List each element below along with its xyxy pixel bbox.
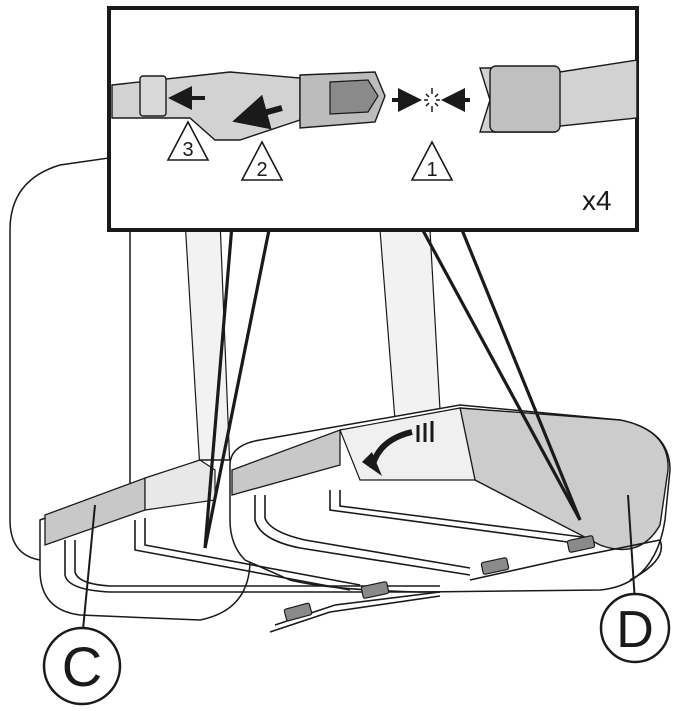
buckle-icon: [283, 602, 313, 622]
step-2-marker: [240, 140, 284, 181]
buckle-male: [489, 65, 561, 133]
cushion-flap-center: [231, 429, 341, 496]
buckle-group: [283, 535, 596, 622]
strap-loop: [139, 75, 167, 117]
step-3-label: 3: [182, 139, 193, 161]
click-icon: [424, 88, 440, 112]
callout-c: C: [42, 626, 122, 706]
step-1-label: 1: [426, 159, 437, 181]
arrow-pull-icon: [232, 94, 283, 130]
buckle-icon: [360, 581, 390, 599]
buckle-icon: [566, 535, 596, 553]
callout-d-label: D: [616, 601, 654, 659]
step-1-marker: [410, 140, 454, 181]
callout-lines: [81, 224, 636, 641]
step-3-marker: [166, 120, 210, 161]
multiplier-label: x4: [582, 185, 612, 216]
step-2-label: 2: [256, 159, 267, 181]
callout-c-label: C: [62, 635, 102, 698]
detail-inset: 1 2 3 x4: [107, 6, 639, 232]
buckle-icon: [480, 557, 510, 575]
callout-d: D: [599, 592, 671, 664]
